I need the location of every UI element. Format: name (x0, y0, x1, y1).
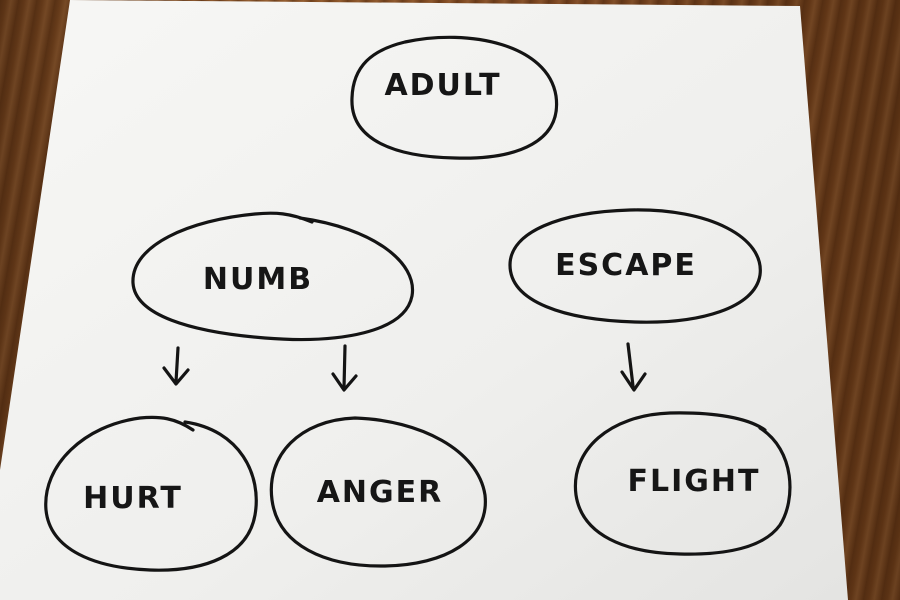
node-flight-label: FLIGHT (628, 464, 761, 499)
node-adult: ADULT (350, 35, 559, 160)
node-numb-label: NUMB (203, 262, 313, 297)
node-numb-ellipse (131, 211, 415, 342)
arrow-numb-to-anger (331, 344, 358, 392)
arrow-escape-to-flight (620, 342, 647, 392)
node-numb: NUMB (131, 211, 415, 342)
node-escape: ESCAPE (508, 208, 762, 324)
node-escape-label: ESCAPE (555, 248, 697, 283)
node-anger-ellipse (269, 416, 487, 568)
node-hurt-label: HURT (83, 481, 183, 516)
paper-sheet (0, 0, 848, 600)
node-hurt-ellipse (44, 415, 258, 572)
node-adult-label: ADULT (384, 68, 501, 103)
node-adult-ellipse (350, 35, 559, 160)
node-anger: ANGER (269, 416, 487, 568)
node-hurt: HURT (44, 415, 258, 572)
node-anger-label: ANGER (317, 475, 444, 510)
node-flight: FLIGHT (573, 411, 792, 556)
node-flight-ellipse (573, 411, 792, 556)
node-escape-ellipse (508, 208, 762, 324)
arrow-numb-to-hurt (162, 346, 190, 386)
